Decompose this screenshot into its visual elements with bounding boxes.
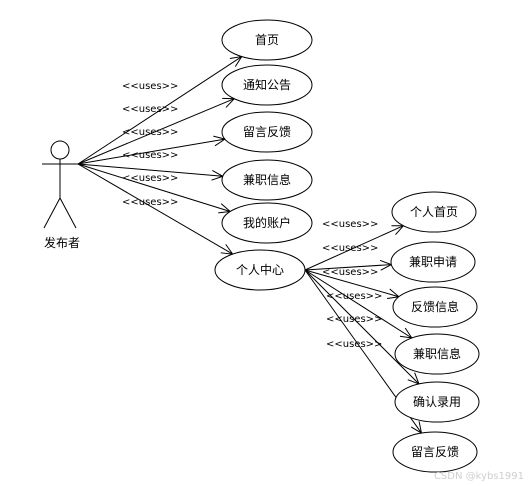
use-case-personal-home[interactable]: 个人首页 (391, 191, 477, 233)
use-case-parttime[interactable]: 兼职信息 (221, 159, 313, 201)
use-case-ellipse (221, 111, 313, 153)
use-case-message[interactable]: 留言反馈 (221, 111, 313, 153)
association-center-confirm-hire (304, 269, 420, 385)
stereotype-label: <<uses>> (122, 104, 178, 115)
use-case-label: 个人中心 (236, 262, 284, 277)
stereotype-label: <<uses>> (326, 314, 382, 325)
use-case-account[interactable]: 我的账户 (221, 202, 313, 244)
use-case-feedback-info[interactable]: 反馈信息 (392, 286, 478, 328)
stereotype-label: <<uses>> (326, 339, 382, 350)
use-case-label: 我的账户 (243, 215, 291, 230)
association-center-personal-home (304, 225, 404, 271)
use-case-ellipse (392, 286, 478, 328)
use-case-label: 兼职信息 (413, 346, 461, 361)
use-case-home[interactable]: 首页 (221, 19, 313, 61)
use-cases-layer: 首页通知公告留言反馈兼职信息我的账户个人中心个人首页兼职申请反馈信息兼职信息确认… (214, 19, 480, 473)
use-case-apply[interactable]: 兼职申请 (390, 241, 476, 283)
use-case-ellipse (391, 191, 477, 233)
actor-right-leg (59, 197, 77, 229)
use-case-ellipse (394, 333, 480, 375)
association-center-apply (304, 264, 392, 271)
stereotype-label: <<uses>> (122, 127, 178, 138)
use-case-message-feedback[interactable]: 留言反馈 (392, 431, 478, 473)
use-case-ellipse (394, 381, 480, 423)
actor-figure (42, 140, 78, 229)
use-case-label: 个人首页 (410, 205, 458, 219)
actor-left-leg (43, 197, 61, 229)
use-case-confirm-hire[interactable]: 确认录用 (394, 381, 480, 423)
use-case-ellipse (392, 431, 478, 473)
association-actor-account (77, 163, 231, 212)
use-case-ellipse (221, 64, 313, 106)
association-actor-center (77, 163, 233, 255)
use-case-label: 兼职申请 (409, 255, 457, 269)
watermark: CSDN @kybs1991 (433, 471, 524, 482)
association-actor-home (77, 56, 243, 165)
association-actor-message (77, 138, 226, 165)
use-case-label: 首页 (255, 33, 279, 47)
use-case-parttime-info[interactable]: 兼职信息 (394, 333, 480, 375)
association-actor-parttime (77, 163, 223, 177)
stereotype-label: <<uses>> (326, 291, 382, 302)
stereotype-labels-layer: <<uses>> <<uses>> <<uses>> <<uses>> <<uses>>… (122, 81, 382, 350)
use-case-label: 留言反馈 (243, 125, 291, 139)
use-case-ellipse (221, 202, 313, 244)
use-case-label: 确认录用 (413, 395, 461, 409)
use-case-label: 通知公告 (243, 78, 291, 92)
use-case-label: 留言反馈 (411, 445, 459, 459)
stereotype-label: <<uses>> (322, 219, 378, 230)
use-case-center[interactable]: 个人中心 (214, 249, 306, 291)
use-case-ellipse (390, 241, 476, 283)
use-case-ellipse (221, 19, 313, 61)
use-case-ellipse (214, 249, 306, 291)
stereotype-label: <<uses>> (122, 150, 178, 161)
association-actor-notice (77, 98, 235, 165)
association-center-parttime-info (304, 269, 413, 339)
use-case-label: 反馈信息 (411, 299, 459, 314)
stereotype-label: <<uses>> (122, 173, 178, 184)
stereotype-label: <<uses>> (322, 243, 378, 254)
stereotype-label: <<uses>> (122, 81, 178, 92)
use-case-notice[interactable]: 通知公告 (221, 64, 313, 106)
stereotype-label: <<uses>> (322, 267, 378, 278)
use-case-label: 兼职信息 (243, 172, 291, 187)
actor-label: 发布者 (43, 236, 80, 250)
use-case-ellipse (221, 159, 313, 201)
association-center-feedback-info (304, 269, 400, 298)
stereotype-label: <<uses>> (122, 197, 178, 208)
actor-head (50, 140, 70, 160)
